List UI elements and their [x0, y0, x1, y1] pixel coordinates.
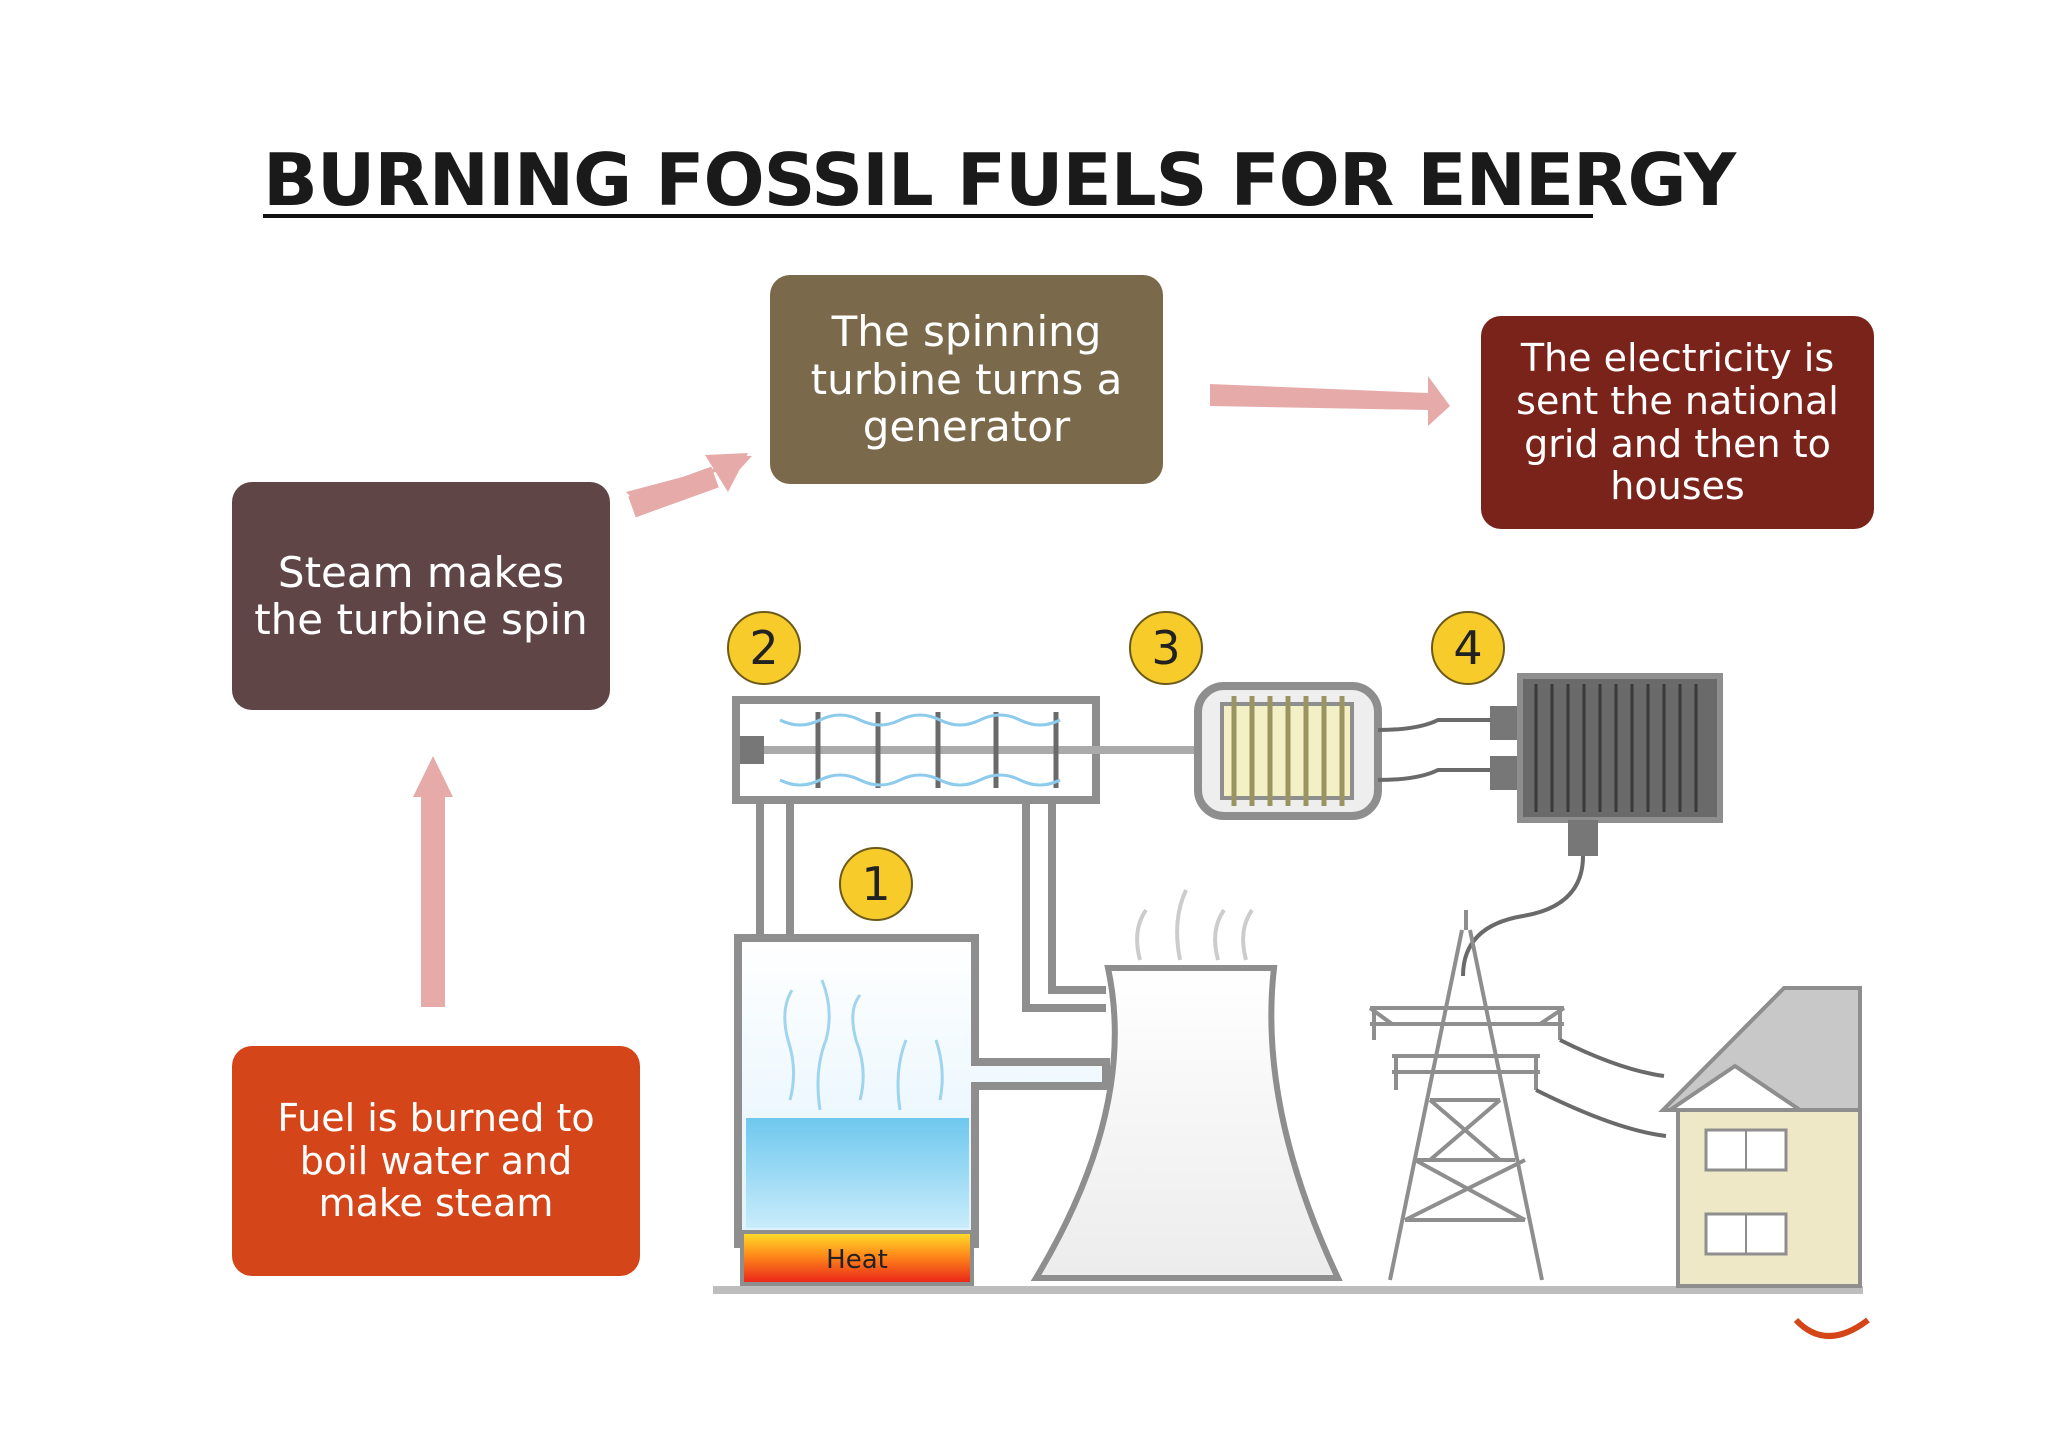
- marker-3: 3: [1129, 611, 1203, 685]
- page-title: BURNING FOSSIL FUELS FOR ENERGY: [263, 138, 1736, 222]
- steam-pipes: [756, 800, 1106, 1012]
- step-electricity-text: The electricity is sent the national gri…: [1516, 335, 1839, 509]
- step-turbine-text: The spinning turbine turns a generator: [810, 307, 1123, 452]
- step-steam-box: Steam makes the turbine spin: [232, 482, 610, 710]
- step-turbine-box: The spinning turbine turns a generator: [770, 275, 1163, 484]
- arrow-turbine-to-electricity: [1210, 376, 1450, 426]
- step-steam-text: Steam makes the turbine spin: [254, 547, 588, 644]
- boiler: Heat: [734, 934, 1110, 1286]
- arrow-fuel-to-steam: [413, 756, 453, 1007]
- house: [1658, 986, 1862, 1288]
- step-fuel-text: Fuel is burned to boil water and make st…: [277, 1095, 595, 1226]
- marker-4: 4: [1431, 611, 1505, 685]
- corner-decoration: [1793, 1317, 1870, 1339]
- turbine: [732, 696, 1204, 804]
- marker-3-label: 3: [1151, 621, 1180, 675]
- marker-4-label: 4: [1453, 621, 1482, 675]
- step-fuel-box: Fuel is burned to boil water and make st…: [232, 1046, 640, 1276]
- ground-line: [713, 1286, 1863, 1294]
- transformer: [1377, 673, 1723, 977]
- marker-1: 1: [839, 847, 913, 921]
- arrow-steam-to-turbine: [626, 453, 752, 518]
- step-electricity-box: The electricity is sent the national gri…: [1481, 316, 1874, 529]
- power-lines: [1535, 1038, 1667, 1138]
- marker-1-label: 1: [861, 857, 890, 911]
- title-underline: [263, 214, 1593, 218]
- marker-2-label: 2: [749, 621, 778, 675]
- marker-2: 2: [727, 611, 801, 685]
- heat-label: Heat: [826, 1245, 888, 1275]
- cooling-tower: [1030, 889, 1343, 1281]
- pylon: [1368, 910, 1566, 1281]
- generator: [1194, 682, 1382, 820]
